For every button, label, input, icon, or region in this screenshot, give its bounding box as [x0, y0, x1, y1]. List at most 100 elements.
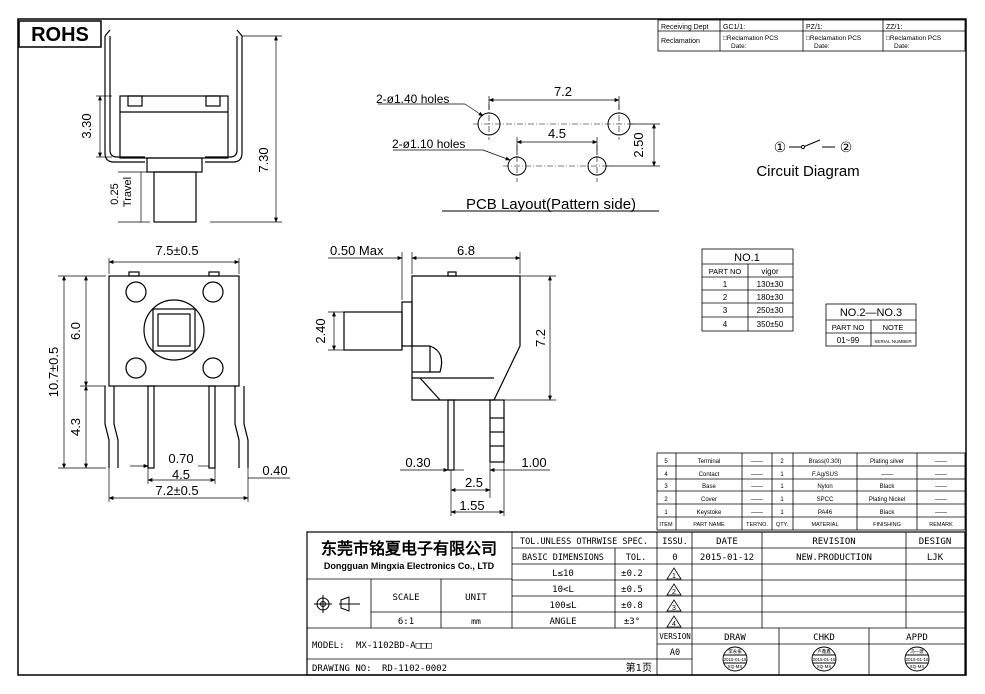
- reclamation-label: Reclamation: [661, 38, 700, 45]
- rev-mark-4: 4: [672, 621, 676, 628]
- rohs-badge: [18, 20, 102, 48]
- bom-h-finishing: FINISHING: [873, 522, 901, 528]
- bom-r3-remark: ——: [935, 484, 947, 490]
- rev-h-design: DESIGN: [919, 537, 952, 547]
- no1-row-3-vigor: 250±30: [757, 306, 784, 315]
- rev-row-revision: NEW.PRODUCTION: [796, 553, 872, 563]
- chkd-stamp-name: 卢鑫鑫: [817, 648, 831, 655]
- approval-col-3-head: ZZ/1:: [886, 24, 902, 31]
- model-label: MODEL:: [312, 641, 345, 651]
- front-dim-4-3: 4.3: [68, 418, 83, 436]
- no1-table: [701, 248, 794, 332]
- no23-row-part: 01~99: [837, 336, 860, 345]
- tol-row-3-value: ±0.8: [621, 601, 643, 611]
- bom-h-remark: REMARK: [929, 522, 953, 528]
- pcb-holes-140: 2-ø1.40 holes: [376, 92, 449, 106]
- version-label: VERSION: [659, 632, 691, 641]
- dim-3-30: 3.30: [79, 113, 94, 138]
- drawing-no-value: RD-1102-0002: [382, 664, 447, 674]
- appd-stamp: [904, 646, 930, 672]
- appd-stamp-code: XQ-MX: [910, 664, 925, 669]
- front-dim-6-0: 6.0: [68, 322, 83, 340]
- no1-row-1-part: 1: [723, 280, 728, 289]
- profile-dim-0-30: 0.30: [405, 455, 430, 470]
- approval-col-1-check: □Reclamation PCS: [723, 35, 779, 42]
- pcb-dim-4-5: 4.5: [548, 126, 566, 141]
- bom-rows: 5 Terminal —— 2 Brass(0.30t) Plating sil…: [659, 459, 953, 528]
- version-value: A0: [670, 648, 680, 658]
- front-dim-0-40: 0.40: [262, 463, 287, 478]
- tol-row-2-range: 10<L: [552, 585, 574, 595]
- front-dim-7-2: 7.2±0.5: [155, 483, 198, 498]
- scale-value: 6:1: [398, 617, 414, 627]
- chkd-stamp: [811, 646, 837, 672]
- bom-r4-remark: ——: [935, 497, 947, 503]
- no23-row-note: SERIAL NUMBER: [874, 339, 912, 344]
- rohs-label: ROHS: [31, 24, 89, 46]
- no23-header-note: NOTE: [883, 323, 904, 332]
- front-view-dims: [58, 258, 290, 502]
- unit-value: mm: [471, 617, 481, 626]
- no23-table: [825, 303, 917, 347]
- approval-stamps: [722, 646, 930, 672]
- bom-r1-ter: ——: [751, 459, 763, 465]
- projection-symbol: [314, 595, 360, 613]
- bom-r5-qty: 1: [780, 510, 784, 516]
- bom-r5-material: PA46: [818, 510, 833, 516]
- page-number: 第1页: [626, 661, 652, 674]
- bom-h-item: ITEM: [659, 522, 673, 528]
- company-cn: 东莞市铭夏电子有限公司: [321, 539, 497, 558]
- side-view: [104, 29, 243, 223]
- bom-h-ter: TER'NO.: [746, 522, 768, 528]
- travel-label: Travel: [122, 177, 134, 207]
- draw-stamp: [722, 646, 748, 672]
- bom-r3-ter: ——: [751, 484, 763, 490]
- pcb-holes-110: 2-ø1.10 holes: [392, 137, 465, 151]
- model-value: MX-1102BD-A□□□: [356, 641, 432, 651]
- profile-view: [343, 271, 521, 471]
- basic-dims: BASIC DIMENSIONS: [522, 553, 604, 563]
- bom-r3-finishing: Black: [880, 484, 896, 490]
- bom-h-qty: QTY.: [776, 522, 789, 528]
- pcb-dim-7-2: 7.2: [554, 84, 572, 99]
- bom-r5-finishing: Black: [880, 510, 896, 516]
- rev-mark-3: 3: [672, 605, 676, 612]
- bom-r4-name: Cover: [701, 497, 717, 503]
- circuit-symbol: [789, 139, 835, 150]
- bom-r3-item: 3: [664, 484, 668, 490]
- no1-row-3-part: 3: [723, 306, 728, 315]
- chkd-label: CHKD: [813, 633, 835, 643]
- company-en: Dongguan Mingxia Electronics Co., LTD: [324, 561, 495, 571]
- profile-dim-1-00: 1.00: [521, 455, 546, 470]
- pcb-dims: [378, 96, 660, 212]
- no23-title: NO.2—NO.3: [840, 307, 902, 319]
- rev-row-design: LJK: [927, 553, 944, 563]
- approval-col-2-date: Date:: [814, 43, 830, 50]
- bom-h-name: PART NAME: [693, 522, 725, 528]
- approval-col-1-date: Date:: [731, 43, 747, 50]
- revision-triangles: [666, 567, 682, 628]
- no1-row-1-vigor: 130±30: [757, 280, 784, 289]
- pcb-layout: [473, 104, 635, 182]
- bom-r2-qty: 1: [780, 472, 784, 478]
- no23-header-part: PART NO: [832, 323, 865, 332]
- bom-r3-qty: 1: [780, 484, 784, 490]
- front-dim-0-70: 0.70: [168, 451, 193, 466]
- appd-label: APPD: [906, 633, 928, 643]
- bom-r4-finishing: Plating Nickel: [869, 497, 905, 503]
- circuit-node-1: ①: [774, 140, 787, 156]
- bom-r5-ter: ——: [751, 510, 763, 516]
- no1-row-2-vigor: 180±30: [757, 293, 784, 302]
- approval-col-2-check: □Reclamation PCS: [806, 35, 862, 42]
- profile-dim-7-2: 7.2: [533, 329, 548, 347]
- no1-row-4-part: 4: [723, 320, 728, 329]
- drawing-no-label: DRAWING NO:: [312, 664, 372, 674]
- tol-row-4-value: ±3°: [624, 617, 640, 627]
- bom-r3-name: Base: [702, 484, 716, 490]
- sheet-border: [17, 18, 967, 676]
- tol-row-3-range: 100≤L: [549, 601, 576, 611]
- bom-r4-qty: 1: [780, 497, 784, 503]
- dim-7-30: 7.30: [256, 147, 271, 172]
- no1-header-vigor: vigor: [761, 267, 779, 276]
